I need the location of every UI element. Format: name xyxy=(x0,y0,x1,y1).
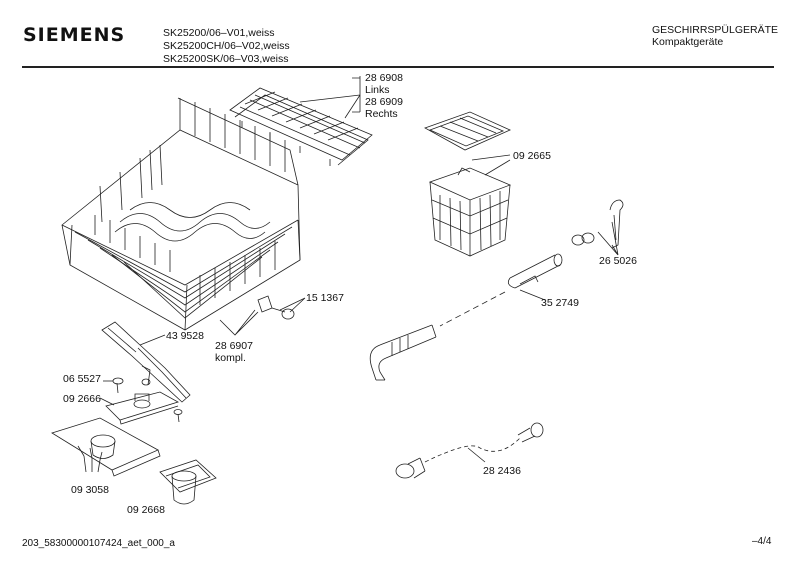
spray-pipe-drawing xyxy=(369,253,563,381)
part-label-092668: 09 2668 xyxy=(127,504,165,516)
model-line-2: SK25200CH/06–V02,weiss xyxy=(163,40,290,52)
part-label-265026: 26 5026 xyxy=(599,255,637,267)
category-title: GESCHIRRSPÜLGERÄTE xyxy=(652,24,779,36)
nozzle-part-drawing xyxy=(219,295,306,336)
filter-base-drawing xyxy=(51,417,161,477)
spray-arm-drawing xyxy=(101,321,191,403)
part-label-rechts: Rechts xyxy=(365,108,398,120)
document-id: 203_58300000107424_aet_000_a xyxy=(22,538,175,549)
model-line-1: SK25200/06–V01,weiss xyxy=(163,27,275,39)
part-label-282436: 28 2436 xyxy=(483,465,521,477)
part-label-151367: 15 1367 xyxy=(306,292,344,304)
part-label-092666: 09 2666 xyxy=(63,393,101,405)
part-label-065527: 06 5527 xyxy=(63,373,101,385)
part-label-352749: 35 2749 xyxy=(541,297,579,309)
hook-clips-drawing xyxy=(571,199,624,256)
page-number: –4/4 xyxy=(752,536,772,547)
part-label-093058: 09 3058 xyxy=(71,484,109,496)
category-subtitle: Kompaktgeräte xyxy=(652,36,724,48)
brand-logo: SIEMENS xyxy=(23,24,126,46)
spray-arm-support-drawing xyxy=(99,391,180,425)
model-line-3: SK25200SK/06–V03,weiss xyxy=(163,53,289,65)
part-label-439528: 43 9528 xyxy=(166,330,204,342)
filter-cup-drawing xyxy=(159,459,217,505)
part-label-286908: 28 6908 xyxy=(365,72,403,84)
part-label-092665: 09 2665 xyxy=(513,150,551,162)
leader-lines-shelf xyxy=(299,76,361,119)
drain-hose-drawing xyxy=(395,422,544,479)
dish-basket-drawing xyxy=(61,97,301,331)
cup-shelf-drawing xyxy=(229,87,373,166)
cutlery-basket-drawing xyxy=(424,111,512,257)
part-label-286907: 28 6907 xyxy=(215,340,253,352)
header-divider xyxy=(22,66,774,68)
part-label-286909: 28 6909 xyxy=(365,96,403,108)
screw-drawing xyxy=(103,377,183,423)
part-label-links: Links xyxy=(365,84,390,96)
part-label-kompl: kompl. xyxy=(215,352,246,364)
